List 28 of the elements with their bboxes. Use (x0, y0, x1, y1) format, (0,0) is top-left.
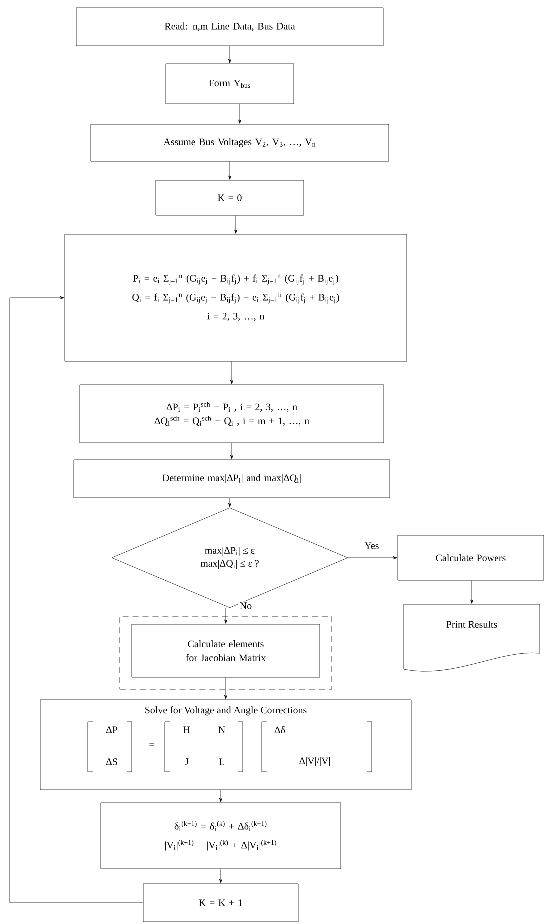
arrow (220, 869, 222, 884)
process-box: Assume Bus Voltages V$_{2}$, V$_{3}$, …, V$_{n}$ (90, 124, 390, 162)
arrow (10, 296, 144, 904)
arrow (228, 162, 232, 180)
process-box: Calculate elements for Jacobian Matrix (132, 624, 320, 678)
process-box: ΔP$_{i}$ = P$_{i}$$^{sch}$ − P$_{i}$ , i = 2, 3, …, n ΔQ$_{i}$$^{sch}$ = Q$_{i}$$^{sch}$ − Q$_{i}$ , i = m + 1, …, n (80, 384, 384, 444)
process-box: Determine max|ΔP$_{i}$| and max|ΔQ$_{i}$| (74, 460, 390, 498)
dashed-group-box (120, 616, 332, 690)
arrow (348, 556, 398, 560)
arrow (224, 608, 228, 624)
arrow (228, 498, 232, 508)
arrow (224, 678, 228, 700)
arrow (230, 443, 234, 460)
arrow (234, 216, 238, 234)
process-box: K = K + 1 (143, 884, 299, 922)
arrow (228, 46, 232, 64)
process-box: Solve for Voltage and Angle Corrections ΔP ΔS = H N J L Δδ Δ|V|/|V| (40, 700, 412, 790)
arrow (238, 104, 242, 124)
edge-label: No (238, 602, 254, 610)
process-box: K = 0 (156, 180, 304, 216)
arrow (230, 362, 234, 384)
process-box: P$_{i}$ = e$_{i}$ Σ$_{j=1}$$^{n}$ (G$_{ij}$e$_{j}$ − B$_{ij}$f$_{j}$) + f$_{i}$ Σ$_{j=1}$$^{n}$ (G$_{ij}$f$_{j}$ + B$_{ij}$e$_{j}$) Q$_{i}$ = f$_{i}$ Σ$_{j=1}$$^{n}$ (G$_{ij}$e$_{j}$ − B$_{ij}$f$_{j}$) − e$_{i}$ Σ$_{j=1}$$^{n}$ (G$_{ij}$f$_{j}$ + B$_{ij}$e$_{j}$) i = 2, 3, …, n (64, 234, 408, 362)
process-box: Form Y$_{bus}$ (166, 64, 294, 104)
arrow (220, 790, 222, 802)
process-box: Read: n,m Line Data, Bus Data (76, 8, 384, 46)
process-box: Calculate Powers (398, 535, 544, 581)
edge-label: Yes (364, 542, 380, 550)
arrow (470, 580, 474, 604)
